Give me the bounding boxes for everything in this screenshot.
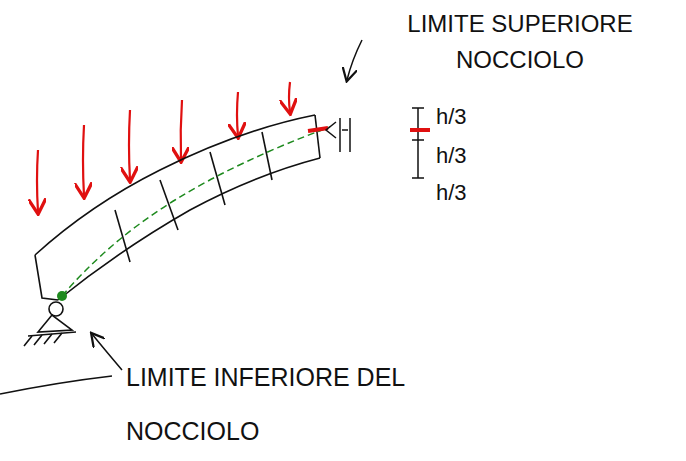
leader-line (347, 40, 362, 80)
core-mark (410, 128, 430, 132)
thrust-line (62, 127, 330, 296)
dimension-label: h/3 (436, 143, 496, 169)
upper-core-mark (308, 128, 328, 131)
callout-label: LIMITE SUPERIORE NOCCIOLO (372, 6, 668, 78)
dimension-label: h/3 (436, 104, 496, 130)
leader-line (92, 334, 122, 370)
hinge-support (24, 302, 76, 346)
arch-outline (35, 115, 320, 300)
load-arrows (37, 82, 290, 212)
callout-label: LIMITE INFERIORE DEL NOCCIOLO (126, 350, 426, 458)
stray-stroke (0, 376, 112, 394)
section-sketch (326, 118, 350, 152)
dimension-label: h/3 (436, 180, 496, 206)
dimension-scale (412, 108, 424, 178)
thrust-point (57, 291, 67, 301)
